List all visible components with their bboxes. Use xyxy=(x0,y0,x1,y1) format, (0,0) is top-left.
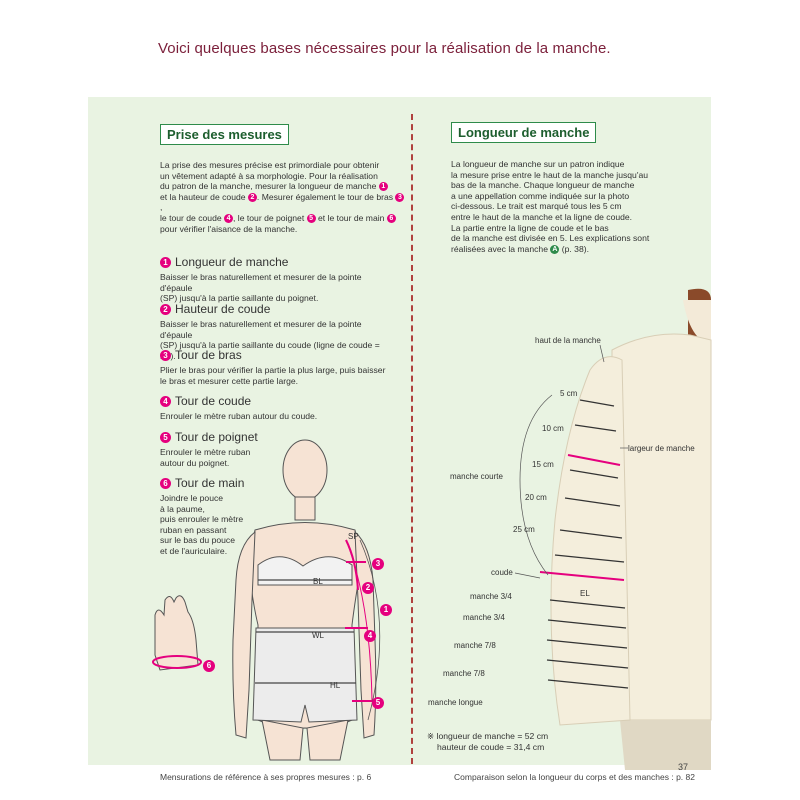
label-10cm: 10 cm xyxy=(542,424,564,433)
figure-num-4: 4 xyxy=(364,630,376,642)
label-coude: coude xyxy=(491,568,513,577)
item-title-5: Tour de poignet xyxy=(175,430,258,444)
column-divider xyxy=(411,114,413,764)
item-num-6: 6 xyxy=(160,477,171,489)
right-paragraph: La longueur de manche sur un patron indi… xyxy=(451,159,650,254)
item-num-5: 5 xyxy=(160,431,171,443)
label-largeur-de-manche: largeur de manche xyxy=(628,444,695,453)
item-num-3: 3 xyxy=(160,349,171,361)
label-15cm: 15 cm xyxy=(532,460,554,469)
figure-num-6: 6 xyxy=(203,660,215,672)
label-manche-longue: manche longue xyxy=(428,698,483,707)
item-title-3: Tour de bras xyxy=(175,348,242,362)
badge-a: A xyxy=(550,244,560,254)
footer-left-reference: Mensurations de référence à ses propres … xyxy=(160,772,372,782)
item-num-4: 4 xyxy=(160,395,171,407)
label-manche-7-8-a: manche 7/8 xyxy=(454,641,496,650)
item-num-2: 2 xyxy=(160,303,171,315)
label-5cm: 5 cm xyxy=(560,389,578,398)
label-manche-7-8-b: manche 7/8 xyxy=(443,669,485,678)
label-manche-courte: manche courte xyxy=(450,472,503,481)
num-badge-1: 1 xyxy=(378,182,388,192)
item-num-1: 1 xyxy=(160,256,171,268)
heading-longueur-de-manche: Longueur de manche xyxy=(451,122,597,143)
page-intro: Voici quelques bases nécessaires pour la… xyxy=(158,40,611,57)
measurement-note: ※ longueur de manche = 52 cm hauteur de … xyxy=(427,731,549,752)
label-wl: WL xyxy=(312,631,324,640)
label-manche-3-4-b: manche 3/4 xyxy=(463,613,505,622)
num-badge-4: 4 xyxy=(224,214,234,224)
num-badge-5: 5 xyxy=(306,214,316,224)
item-title-6: Tour de main xyxy=(175,476,245,490)
figure-num-5: 5 xyxy=(372,697,384,709)
label-el: EL xyxy=(580,589,590,598)
num-badge-6: 6 xyxy=(386,214,396,224)
item-title-2: Hauteur de coude xyxy=(175,302,271,316)
left-intro-paragraph: La prise des mesures précise est primord… xyxy=(160,160,405,234)
label-manche-3-4-a: manche 3/4 xyxy=(470,592,512,601)
footer-right-reference: Comparaison selon la longueur du corps e… xyxy=(454,772,695,782)
figure-num-1: 1 xyxy=(380,604,392,616)
page-number: 37 xyxy=(677,762,688,772)
heading-prise-des-mesures: Prise des mesures xyxy=(160,124,289,145)
item-title-1: Longueur de manche xyxy=(175,255,289,269)
note-mark: ※ xyxy=(427,731,435,741)
label-25cm: 25 cm xyxy=(513,525,535,534)
label-haut-de-la-manche: haut de la manche xyxy=(535,336,601,345)
num-badge-2: 2 xyxy=(247,193,257,203)
figure-num-3: 3 xyxy=(372,558,384,570)
label-sp: SP xyxy=(348,532,359,541)
label-20cm: 20 cm xyxy=(525,493,547,502)
figure-num-2: 2 xyxy=(362,582,374,594)
label-hl: HL xyxy=(330,681,341,690)
num-badge-3: 3 xyxy=(395,193,405,203)
item-title-4: Tour de coude xyxy=(175,394,252,408)
label-bl: BL xyxy=(313,577,323,586)
